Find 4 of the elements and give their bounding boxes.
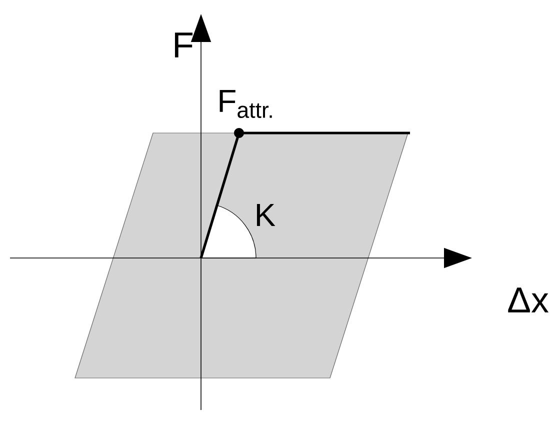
axis-label: F: [175, 32, 193, 58]
axis-label: Δx: [508, 288, 549, 312]
angle-label: K: [256, 204, 276, 226]
point-label: F$_{attr.}$: [220, 90, 272, 118]
